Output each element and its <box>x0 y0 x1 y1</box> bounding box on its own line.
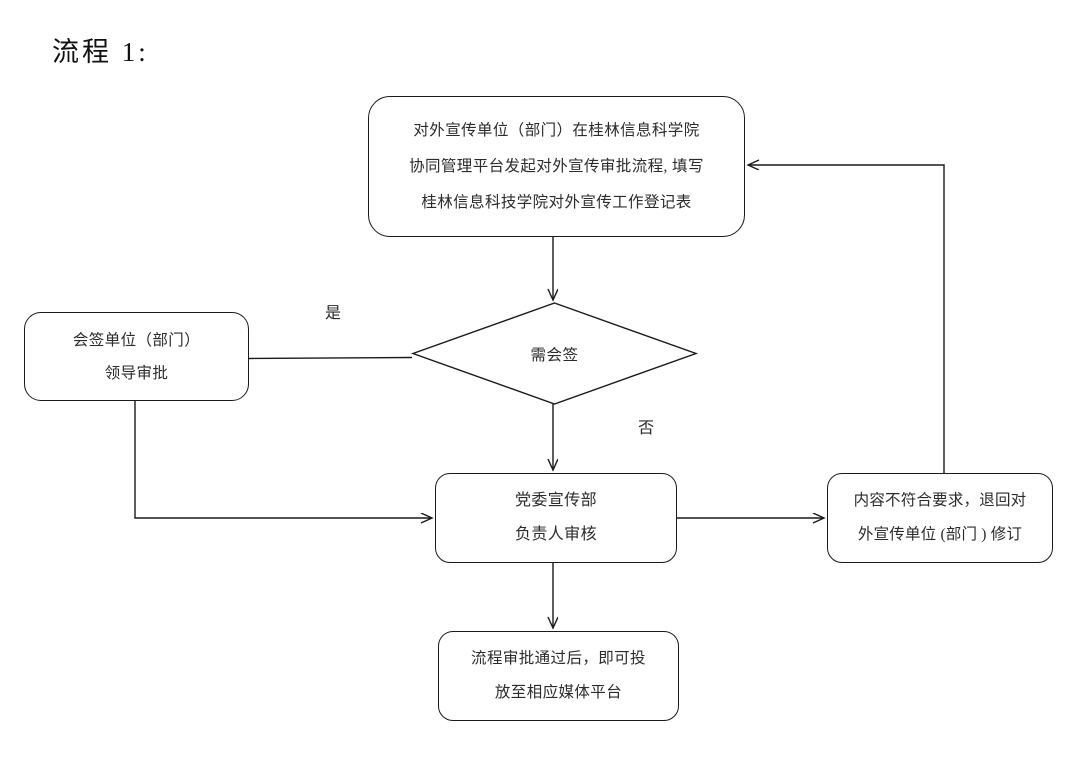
edge-cosign-to-review <box>134 401 431 518</box>
node-cosign-unit-approval[interactable]: 会签单位（部门） 领导审批 <box>24 312 249 401</box>
node-cosign-line-1: 会签单位（部门） <box>72 331 201 349</box>
node-publish-line-1: 流程审批通过后，即可投 <box>471 650 646 667</box>
node-reject-return-for-revision[interactable]: 内容不符合要求，退回对 外宣传单位 (部门 ) 修订 <box>827 473 1053 563</box>
edge-label-yes: 是 <box>325 305 342 322</box>
node-initiate-line-2: 协同管理平台发起对外宣传审批流程, 填写 <box>409 157 704 175</box>
node-reject-line-2: 外宣传单位 (部门 ) 修订 <box>857 526 1023 543</box>
node-propaganda-dept-review[interactable]: 党委宣传部 负责人审核 <box>435 473 677 563</box>
node-cosign-line-2: 领导审批 <box>104 364 169 382</box>
node-initiate-line-1: 对外宣传单位（部门）在桂林信息科学院 <box>413 121 700 139</box>
edge-reject-to-initiate <box>749 165 945 473</box>
node-initiate-line-3: 桂林信息科技学院对外宣传工作登记表 <box>421 193 692 211</box>
page-title: 流程 1: <box>52 37 149 67</box>
node-review-line-2: 负责人审核 <box>514 526 597 543</box>
edge-decision-to-cosign <box>248 356 413 360</box>
node-review-line-1: 党委宣传部 <box>514 492 597 509</box>
node-decision-needs-cosign[interactable]: 需会签 <box>412 303 697 404</box>
edge-label-no: 否 <box>638 420 655 437</box>
node-reject-line-1: 内容不符合要求，退回对 <box>853 492 1027 509</box>
node-publish-line-2: 放至相应媒体平台 <box>494 684 623 701</box>
node-initiate-publicity-request[interactable]: 对外宣传单位（部门）在桂林信息科学院 协同管理平台发起对外宣传审批流程, 填写 … <box>368 96 745 237</box>
decision-label: 需会签 <box>530 346 579 364</box>
node-publish-to-media[interactable]: 流程审批通过后，即可投 放至相应媒体平台 <box>438 631 679 721</box>
